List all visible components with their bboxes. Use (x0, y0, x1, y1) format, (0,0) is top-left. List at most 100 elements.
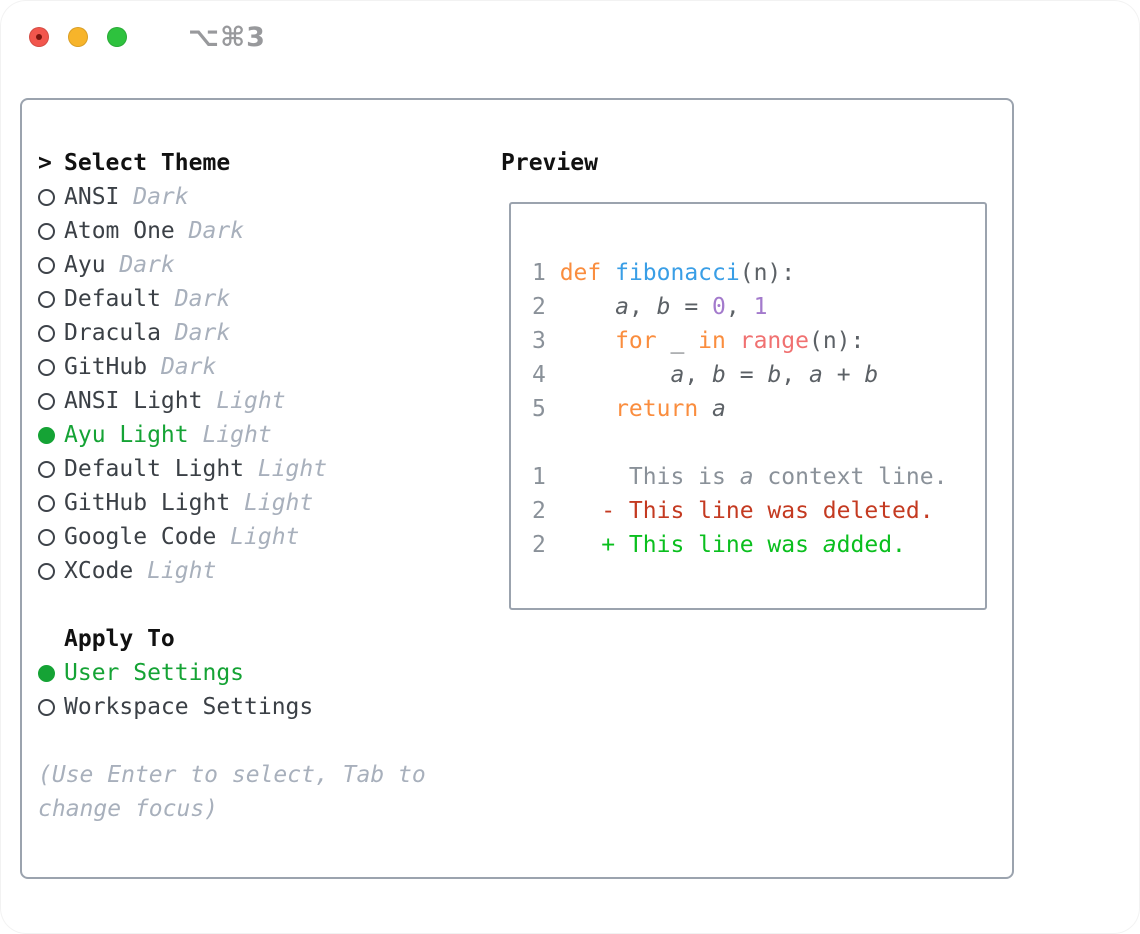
line-number: 2 (532, 532, 546, 558)
theme-option-ayu-light-light[interactable]: Ayu Light Light (38, 418, 488, 452)
code-token: (n): (739, 260, 796, 286)
radio-icon (38, 384, 64, 418)
code-token (560, 396, 615, 422)
code-token (698, 396, 712, 422)
code-token: context line. (753, 464, 948, 490)
preview-heading: Preview (501, 150, 598, 176)
code-token: 1 (753, 294, 768, 320)
code-token: , (684, 362, 713, 388)
code-token (601, 260, 615, 286)
code-token: for (615, 328, 657, 354)
theme-variant-label: Dark (174, 320, 231, 346)
code-token: , (628, 294, 657, 320)
apply-option-label: User Settings (64, 660, 245, 686)
theme-variant-label: Light (147, 558, 217, 584)
line-number: 3 (532, 328, 546, 354)
theme-name: Default (64, 286, 161, 312)
code-token: def (559, 260, 602, 286)
code-token: = (725, 362, 768, 388)
radio-icon (38, 690, 64, 724)
theme-variant-label: Light (230, 524, 300, 550)
line-number: 1 (532, 464, 546, 490)
preview-code-line: 1 This is a context line. (532, 460, 985, 494)
theme-name: GitHub (64, 354, 148, 380)
theme-option-default-dark[interactable]: Default Dark (38, 282, 488, 316)
code-token: fibonacci (615, 260, 740, 286)
theme-option-ansi-light-light[interactable]: ANSI Light Light (38, 384, 488, 418)
theme-name: XCode (64, 558, 134, 584)
preview-code-line: 3 for _ in range(n): (532, 324, 985, 358)
code-token: a (739, 464, 754, 490)
code-token: range (739, 328, 809, 354)
code-token: b (864, 362, 879, 388)
line-number: 5 (532, 396, 546, 422)
spacer (38, 724, 488, 758)
radio-icon (38, 486, 64, 520)
titlebar: ⌥⌘3 (0, 0, 1140, 98)
radio-selected-icon (38, 418, 64, 452)
theme-name: Dracula (64, 320, 161, 346)
theme-name: ANSI Light (64, 388, 203, 414)
theme-name: ANSI (64, 184, 120, 210)
radio-icon (38, 316, 64, 350)
apply-to-heading: Apply To (64, 626, 175, 652)
theme-variant-label: Light (216, 388, 286, 414)
code-token: dded. (836, 532, 906, 558)
keyboard-hint: (Use Enter to select, Tab to change focu… (38, 762, 426, 822)
theme-name: Ayu Light (64, 422, 189, 448)
preview-code-line: 2 + This line was added. (532, 528, 985, 562)
theme-option-xcode-light[interactable]: XCode Light (38, 554, 488, 588)
code-token: b (656, 294, 671, 320)
preview-code-line (532, 426, 985, 460)
preview-code-line: 2 - This line was deleted. (532, 494, 985, 528)
apply-option-workspace-settings[interactable]: Workspace Settings (38, 690, 488, 724)
preview-code-line: 1 def fibonacci(n): (532, 256, 985, 290)
minimize-button[interactable] (68, 27, 88, 47)
theme-option-ansi-dark[interactable]: ANSI Dark (38, 180, 488, 214)
preview-code-line: 5 return a (532, 392, 985, 426)
code-token: a (822, 532, 837, 558)
theme-name: Google Code (64, 524, 217, 550)
code-token: return (615, 396, 699, 422)
radio-icon (38, 520, 64, 554)
theme-name: GitHub Light (64, 490, 231, 516)
theme-variant-label: Dark (133, 184, 189, 210)
code-token (560, 362, 671, 388)
code-token: b (712, 362, 726, 388)
code-token: a (670, 362, 685, 388)
line-number: 1 (532, 260, 546, 286)
theme-variant-label: Dark (174, 286, 231, 312)
radio-selected-icon (38, 656, 64, 690)
code-token: + (822, 362, 865, 388)
radio-icon (38, 282, 64, 316)
code-token: _ (656, 328, 699, 354)
radio-icon (38, 554, 64, 588)
theme-variant-label: Light (202, 422, 272, 448)
preview-code-line: 2 a, b = 0, 1 (532, 290, 985, 324)
theme-name: Atom One (64, 218, 175, 244)
code-token: , (781, 362, 809, 388)
theme-option-dracula-dark[interactable]: Dracula Dark (38, 316, 488, 350)
code-token: + This line was (559, 532, 823, 558)
radio-icon (38, 248, 64, 282)
spacer (38, 588, 488, 622)
preview-code-line: 4 a, b = b, a + b (532, 358, 985, 392)
theme-option-google-code-light[interactable]: Google Code Light (38, 520, 488, 554)
apply-option-label: Workspace Settings (64, 694, 314, 720)
apply-option-user-settings[interactable]: User Settings (38, 656, 488, 690)
select-theme-heading: > Select Theme (38, 146, 488, 180)
code-token: 0 (712, 294, 726, 320)
zoom-button[interactable] (107, 27, 127, 47)
radio-icon (38, 350, 64, 384)
radio-icon (38, 214, 64, 248)
close-button[interactable] (29, 27, 49, 47)
theme-variant-label: Dark (119, 252, 175, 278)
code-token: a (809, 362, 823, 388)
